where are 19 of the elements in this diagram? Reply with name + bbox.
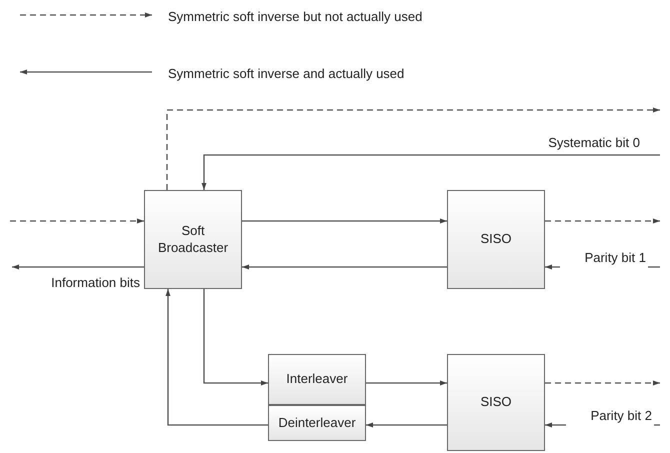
process-box: Interleaver [268, 354, 366, 405]
arrow [242, 218, 447, 224]
process-box: Soft Broadcaster [144, 190, 242, 289]
process-box: Deinterleaver [268, 405, 366, 441]
arrow [545, 218, 660, 224]
arrow [12, 264, 144, 270]
arrow [10, 218, 144, 224]
legend-text: Symmetric soft inverse and actually used [168, 65, 404, 83]
arrow [166, 108, 660, 190]
process-box: SISO [447, 354, 545, 451]
legend-text: Symmetric soft inverse but not actually used [168, 8, 422, 26]
arrow [202, 154, 660, 190]
process-box: SISO [447, 190, 545, 289]
arrow [203, 289, 268, 386]
arrow [545, 380, 660, 386]
arrow [242, 264, 447, 270]
arrow [166, 289, 268, 426]
arrow [366, 380, 447, 386]
arrow [366, 422, 447, 428]
